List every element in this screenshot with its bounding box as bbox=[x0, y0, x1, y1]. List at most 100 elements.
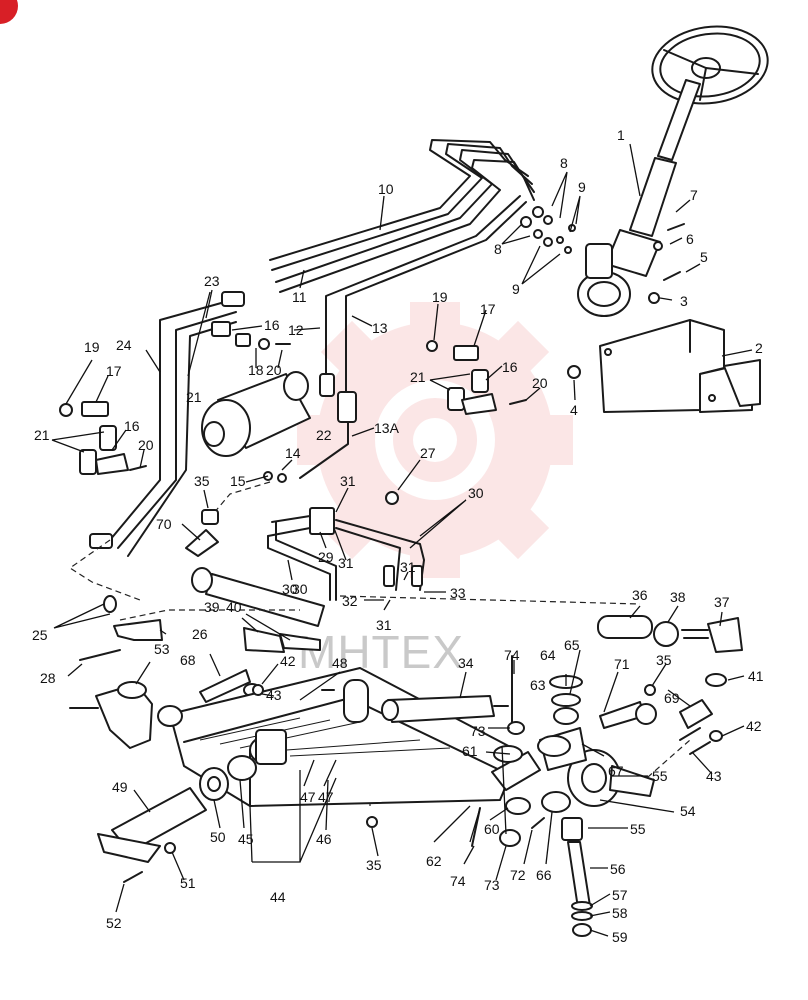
small-parts bbox=[185, 471, 656, 828]
callout-55b: 55 bbox=[652, 768, 668, 784]
callout-43a: 43 bbox=[266, 687, 282, 703]
callout-35c: 35 bbox=[656, 652, 672, 668]
callout-24: 24 bbox=[116, 337, 132, 353]
callout-31b: 31 bbox=[338, 555, 354, 571]
callout-31c: 31 bbox=[400, 559, 416, 575]
tie-rod-assembly bbox=[191, 567, 743, 703]
callout-19b: 19 bbox=[84, 339, 100, 355]
callout-6: 6 bbox=[686, 231, 694, 247]
callout-16a: 16 bbox=[264, 317, 280, 333]
callout-17a: 17 bbox=[480, 301, 496, 317]
callout-67: 67 bbox=[608, 763, 624, 779]
callout-23: 23 bbox=[204, 273, 220, 289]
callout-62: 62 bbox=[426, 853, 442, 869]
callout-9b: 9 bbox=[512, 281, 520, 297]
callout-18: 18 bbox=[248, 362, 264, 378]
callout-13a: 13A bbox=[374, 420, 400, 436]
callout-45: 45 bbox=[238, 831, 254, 847]
hydraulic-lines bbox=[269, 139, 535, 479]
leader-lines bbox=[51, 143, 753, 937]
callout-53: 53 bbox=[154, 641, 170, 657]
callout-25: 25 bbox=[32, 627, 48, 643]
valve-block bbox=[267, 491, 425, 601]
callout-52: 52 bbox=[106, 915, 122, 931]
callout-42a: 42 bbox=[280, 653, 296, 669]
callout-17b: 17 bbox=[106, 363, 122, 379]
callout-30a: 30 bbox=[282, 581, 298, 597]
callout-49: 49 bbox=[112, 779, 128, 795]
callout-33: 33 bbox=[450, 585, 466, 601]
callout-72: 72 bbox=[510, 867, 526, 883]
callout-labels: 1 2 3 4 5 6 7 8 8 9 9 10 11 12 13 13A 14… bbox=[32, 127, 764, 945]
callout-20a: 20 bbox=[266, 362, 282, 378]
callout-14: 14 bbox=[285, 445, 301, 461]
right-tie-rod-ends bbox=[599, 699, 723, 755]
callout-59: 59 bbox=[612, 929, 628, 945]
callout-65: 65 bbox=[564, 637, 580, 653]
callout-21c: 21 bbox=[34, 427, 50, 443]
callout-26: 26 bbox=[192, 626, 208, 642]
callout-42b: 42 bbox=[746, 718, 762, 734]
callout-74b: 74 bbox=[450, 873, 466, 889]
callout-44: 44 bbox=[270, 889, 286, 905]
front-axle bbox=[157, 667, 521, 807]
callout-20c: 20 bbox=[138, 437, 154, 453]
callout-51: 51 bbox=[180, 875, 196, 891]
left-fittings bbox=[59, 401, 147, 475]
callout-8b: 8 bbox=[494, 241, 502, 257]
callout-48: 48 bbox=[332, 655, 348, 671]
steering-wheel bbox=[651, 25, 769, 105]
callout-34: 34 bbox=[458, 655, 474, 671]
callout-12: 12 bbox=[288, 322, 304, 338]
callout-64: 64 bbox=[540, 647, 556, 663]
accumulator bbox=[201, 371, 311, 457]
callout-54: 54 bbox=[680, 803, 696, 819]
callout-73b: 73 bbox=[484, 877, 500, 893]
callout-21b: 21 bbox=[410, 369, 426, 385]
callout-31a: 31 bbox=[340, 473, 356, 489]
callout-10: 10 bbox=[378, 181, 394, 197]
callout-37: 37 bbox=[714, 594, 730, 610]
callout-36: 36 bbox=[632, 587, 648, 603]
callout-66: 66 bbox=[536, 867, 552, 883]
callout-20b: 20 bbox=[532, 375, 548, 391]
callout-9a: 9 bbox=[578, 179, 586, 195]
callout-47b: 47 bbox=[318, 789, 334, 805]
watermark-logo bbox=[297, 302, 573, 578]
callout-11: 11 bbox=[292, 289, 307, 305]
callout-5: 5 bbox=[700, 249, 708, 265]
callout-19a: 19 bbox=[432, 289, 448, 305]
callout-7: 7 bbox=[690, 187, 698, 203]
callout-71: 71 bbox=[614, 656, 630, 672]
callout-35a: 35 bbox=[194, 473, 210, 489]
column-bracket bbox=[599, 319, 761, 413]
callout-56: 56 bbox=[610, 861, 626, 877]
callout-30b: 30 bbox=[468, 485, 484, 501]
callout-61: 61 bbox=[462, 743, 478, 759]
callout-28: 28 bbox=[40, 670, 56, 686]
callout-55a: 55 bbox=[630, 821, 646, 837]
callout-47a: 47 bbox=[300, 789, 316, 805]
callout-39: 39 bbox=[204, 599, 220, 615]
right-spindle bbox=[471, 655, 655, 937]
callout-21a: 21 bbox=[186, 389, 202, 405]
left-spindle bbox=[69, 681, 153, 749]
pivot-pin bbox=[97, 767, 229, 883]
callout-69: 69 bbox=[664, 690, 680, 706]
callout-31d: 31 bbox=[376, 617, 392, 633]
callout-2: 2 bbox=[755, 340, 763, 356]
callout-4: 4 bbox=[570, 402, 578, 418]
callout-29: 29 bbox=[318, 549, 334, 565]
callout-22: 22 bbox=[316, 427, 332, 443]
callout-68: 68 bbox=[180, 652, 196, 668]
corner-badge bbox=[0, 0, 18, 24]
upper-fittings bbox=[211, 321, 581, 415]
callout-63: 63 bbox=[530, 677, 546, 693]
callout-46: 46 bbox=[316, 831, 332, 847]
callout-41: 41 bbox=[748, 668, 764, 684]
callout-73a: 73 bbox=[470, 723, 486, 739]
callout-60: 60 bbox=[484, 821, 500, 837]
callout-74a: 74 bbox=[504, 647, 520, 663]
callout-43b: 43 bbox=[706, 768, 722, 784]
callout-3: 3 bbox=[680, 293, 688, 309]
